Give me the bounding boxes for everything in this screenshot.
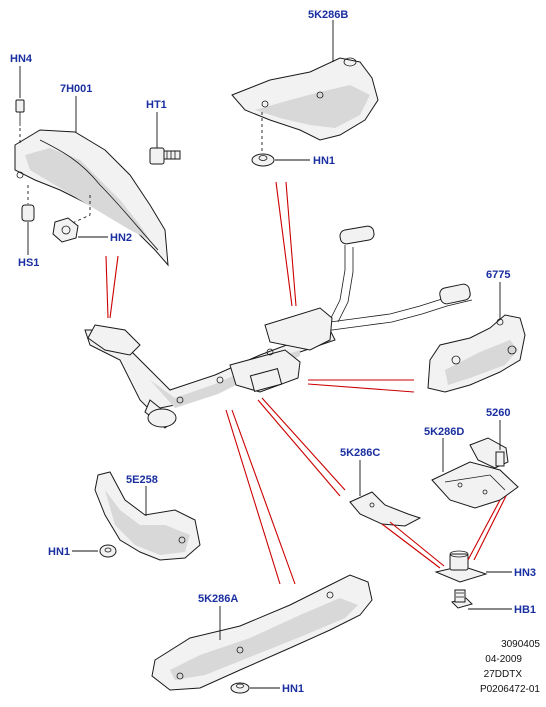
label-hb1: HB1 xyxy=(514,604,536,616)
bolt-ht1-icon xyxy=(149,147,181,165)
leader-lines xyxy=(19,20,512,689)
label-ht1: HT1 xyxy=(146,99,167,111)
label-hn2: HN2 xyxy=(110,232,132,244)
label-hn3: HN3 xyxy=(514,567,536,579)
ref-code-1: 3090405 xyxy=(501,639,540,650)
heat-shield-6775 xyxy=(427,314,526,393)
nut-hn3-icon xyxy=(434,550,488,583)
heat-shield-5k286d xyxy=(431,461,519,509)
reference-codes: 3090405 04-2009 27DDTX P0206472-01 xyxy=(480,639,540,695)
label-5k286a: 5K286A xyxy=(198,593,238,605)
label-hn1-bottom: HN1 xyxy=(282,683,304,695)
label-hn1-left: HN1 xyxy=(48,546,70,558)
label-5260: 5260 xyxy=(486,407,510,419)
label-7h001: 7H001 xyxy=(60,83,92,95)
bracket-5260 xyxy=(469,437,509,469)
label-5e258: 5E258 xyxy=(126,474,158,486)
heat-shield-5k286b xyxy=(231,57,379,152)
bolt-hb1-icon xyxy=(451,589,473,609)
label-5k286c: 5K286C xyxy=(340,447,380,459)
stud-hs1-icon xyxy=(21,185,35,222)
nut-hn2-icon xyxy=(52,195,91,243)
label-hn1-top: HN1 xyxy=(313,155,335,167)
ref-code-3: 27DDTX xyxy=(484,669,523,680)
heat-shield-5k286c xyxy=(349,491,422,527)
label-6775: 6775 xyxy=(486,269,510,281)
heat-shield-5k286a xyxy=(151,574,373,691)
callout-lines xyxy=(105,181,507,585)
label-5k286d: 5K286D xyxy=(424,426,464,438)
label-hs1: HS1 xyxy=(18,257,39,269)
nut-hn1-top-icon xyxy=(251,153,275,167)
nut-hn1-bottom-icon xyxy=(230,682,250,694)
heat-shield-5e258 xyxy=(94,471,201,561)
part-labels: HN4 7H001 HT1 HS1 HN2 5K286B HN1 6775 5K… xyxy=(10,9,536,695)
heat-shield-7h001 xyxy=(14,129,169,267)
exhaust-system xyxy=(84,225,473,429)
ref-code-4: P0206472-01 xyxy=(480,684,540,695)
nut-hn4-icon xyxy=(15,99,25,145)
ref-code-2: 04-2009 xyxy=(485,654,522,665)
label-5k286b: 5K286B xyxy=(308,9,348,21)
label-hn4: HN4 xyxy=(10,53,33,65)
nut-hn1-left-icon xyxy=(99,544,117,558)
